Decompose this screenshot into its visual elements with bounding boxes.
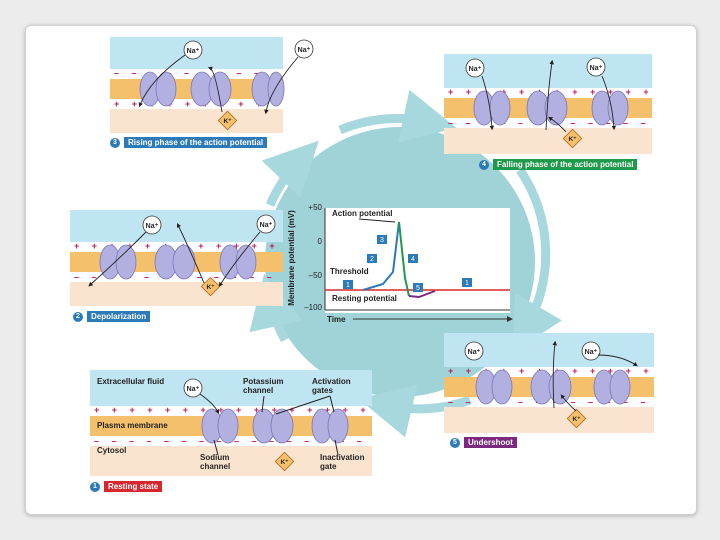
tick-minus100: –100 xyxy=(304,303,322,312)
label-action-potential: Action potential xyxy=(332,209,392,218)
caption-undershoot: 5 Undershoot xyxy=(450,437,517,448)
label-inactivation-gate: Inactivation gate xyxy=(320,453,365,471)
sodium-ion: Na⁺ xyxy=(146,223,159,230)
sodium-channel xyxy=(217,408,239,444)
phase-marker: 4 xyxy=(408,254,418,263)
svg-text:5: 5 xyxy=(416,285,420,292)
sodium-ion: Na⁺ xyxy=(590,65,603,72)
cycle-arrow-bottom xyxy=(358,384,472,438)
sodium-ion: Na⁺ xyxy=(187,386,200,393)
tick-minus50: –50 xyxy=(309,271,323,280)
undershoot-trace xyxy=(408,290,436,299)
sodium-ion: Na⁺ xyxy=(469,66,482,73)
sodium-channel-right xyxy=(327,408,349,444)
label-extracellular-fluid: Extracellular fluid xyxy=(97,377,165,386)
tick-plus50: +50 xyxy=(308,203,322,212)
sodium-channel-right xyxy=(235,244,257,280)
label-resting-potential: Resting potential xyxy=(332,294,397,303)
label-cytosol: Cytosol xyxy=(97,446,127,455)
svg-text:4: 4 xyxy=(411,256,415,263)
svg-text:3: 3 xyxy=(380,237,384,244)
svg-text:1: 1 xyxy=(346,282,350,289)
sodium-channel-left xyxy=(115,244,137,280)
sodium-ion: Na⁺ xyxy=(585,349,598,356)
sodium-ion: Na⁺ xyxy=(187,48,200,55)
potassium-ion: K⁺ xyxy=(568,136,577,143)
sodium-ion: Na⁺ xyxy=(260,222,273,229)
sodium-ion: Na⁺ xyxy=(298,47,311,54)
sodium-channel-right xyxy=(267,71,285,107)
potassium-ion: K⁺ xyxy=(206,284,215,291)
potassium-channel xyxy=(172,244,196,280)
cycle-arrow-top xyxy=(338,89,457,143)
phase-marker: 5 xyxy=(413,283,423,292)
graph-xlabel: Time xyxy=(327,315,346,324)
caption-rising-phase: 3 Rising phase of the action potential xyxy=(110,137,268,148)
svg-text:1: 1 xyxy=(465,280,469,287)
rising-trace xyxy=(362,221,400,291)
caption-depolarization: 2 Depolarization xyxy=(73,311,151,322)
phase-marker: 1 xyxy=(343,280,353,289)
tick-0: 0 xyxy=(318,237,323,246)
sodium-channel-left xyxy=(491,369,513,405)
potassium-channel xyxy=(270,408,294,444)
caption-falling-phase: 4 Falling phase of the action potential xyxy=(479,159,638,170)
sodium-ion: Na⁺ xyxy=(468,349,481,356)
potassium-ion: K⁺ xyxy=(280,459,289,466)
caption-resting-state: 1 Resting state xyxy=(90,481,163,492)
sodium-channel-right xyxy=(609,369,631,405)
phase-marker: 3 xyxy=(377,235,387,244)
potassium-channel xyxy=(548,369,572,405)
svg-text:2: 2 xyxy=(370,256,374,263)
label-threshold: Threshold xyxy=(330,267,369,276)
sodium-channel-left xyxy=(155,71,177,107)
potassium-ion: K⁺ xyxy=(223,118,232,125)
label-potassium-channel: Potassium channel xyxy=(243,377,284,395)
sodium-channel-left xyxy=(489,90,511,126)
cycle-arrow-right xyxy=(511,167,562,354)
falling-trace xyxy=(398,221,410,297)
label-plasma-membrane: Plasma membrane xyxy=(97,421,168,430)
label-sodium-channel: Sodium channel xyxy=(200,453,231,471)
action-potential-graph: Membrane potential (mV) +50 0 –50 –100 A… xyxy=(287,203,513,324)
phase-marker: 1 xyxy=(462,278,472,287)
potassium-channel xyxy=(544,90,568,126)
cycle-arrow-left-top xyxy=(261,140,319,207)
graph-ylabel: Membrane potential (mV) xyxy=(287,210,296,306)
phase-marker: 2 xyxy=(367,254,377,263)
potassium-ion: K⁺ xyxy=(572,416,581,423)
potassium-channel xyxy=(208,71,232,107)
label-activation-gates: Activation gates xyxy=(312,377,351,395)
